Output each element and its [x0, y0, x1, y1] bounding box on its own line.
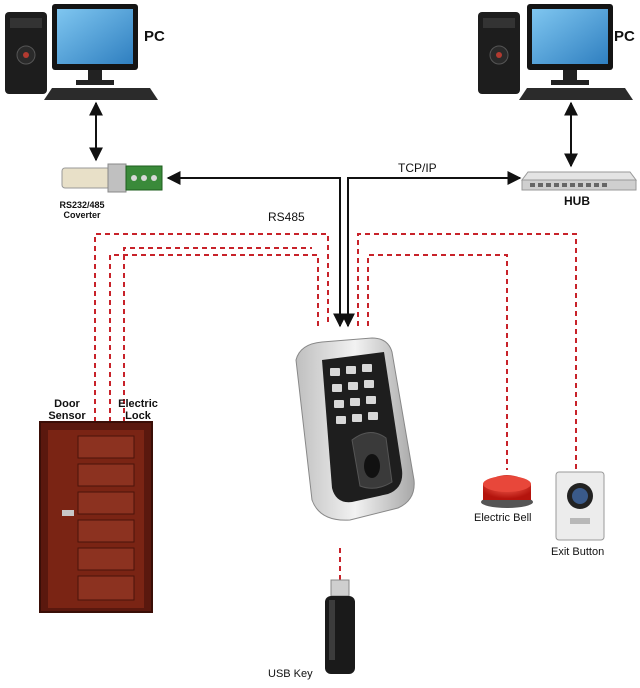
usb-key-icon	[325, 579, 355, 674]
keyboard-icon	[519, 88, 633, 100]
door-sensor-wire-2	[109, 254, 319, 422]
pc-tower-icon	[5, 12, 47, 94]
electric-lock-label-line1: Electric	[118, 398, 158, 410]
keyboard-icon	[44, 88, 158, 100]
exit-button-label: Exit Button	[551, 546, 605, 558]
hub-icon	[521, 171, 637, 191]
door-icon	[39, 421, 153, 613]
electric-bell-label: Electric Bell	[474, 512, 532, 524]
bell-icon	[481, 475, 533, 508]
access-terminal-icon	[295, 337, 415, 521]
red-wires	[94, 233, 577, 590]
pc-right	[478, 4, 633, 100]
electric-lock-label: Electric Lock	[112, 398, 164, 422]
converter-label-line2: Coverter	[63, 210, 101, 220]
door-sensor-wire	[94, 233, 329, 422]
pc-tower-icon	[478, 12, 520, 94]
door-sensor-label-line1: Door	[54, 398, 80, 410]
door-sensor-label: Door Sensor	[44, 398, 90, 422]
tcpip-arrow	[341, 171, 522, 328]
rs485-arrow	[166, 171, 347, 328]
converter-icon	[61, 163, 163, 193]
pc-left-label: PC	[144, 28, 165, 45]
electric-lock-label-line2: Lock	[125, 410, 151, 422]
tcpip-label: TCP/IP	[398, 161, 437, 175]
pc-monitor-icon	[527, 4, 613, 85]
pc-monitor-icon	[52, 4, 138, 85]
electric-lock-wire	[123, 247, 312, 422]
rs485-label: RS485	[268, 210, 305, 224]
pc-right-label: PC	[614, 28, 635, 45]
pc-left	[5, 4, 158, 100]
usb-key-label: USB Key	[268, 668, 313, 680]
exit-button-wire	[357, 233, 577, 472]
converter-label-line1: RS232/485	[59, 200, 105, 210]
converter-label: RS232/485 Coverter	[52, 200, 112, 220]
exit-button-icon	[555, 471, 605, 541]
bell-wire	[367, 254, 508, 470]
connection-arrows	[89, 101, 578, 328]
hub-label: HUB	[564, 194, 590, 208]
door-sensor-label-line2: Sensor	[48, 410, 86, 422]
